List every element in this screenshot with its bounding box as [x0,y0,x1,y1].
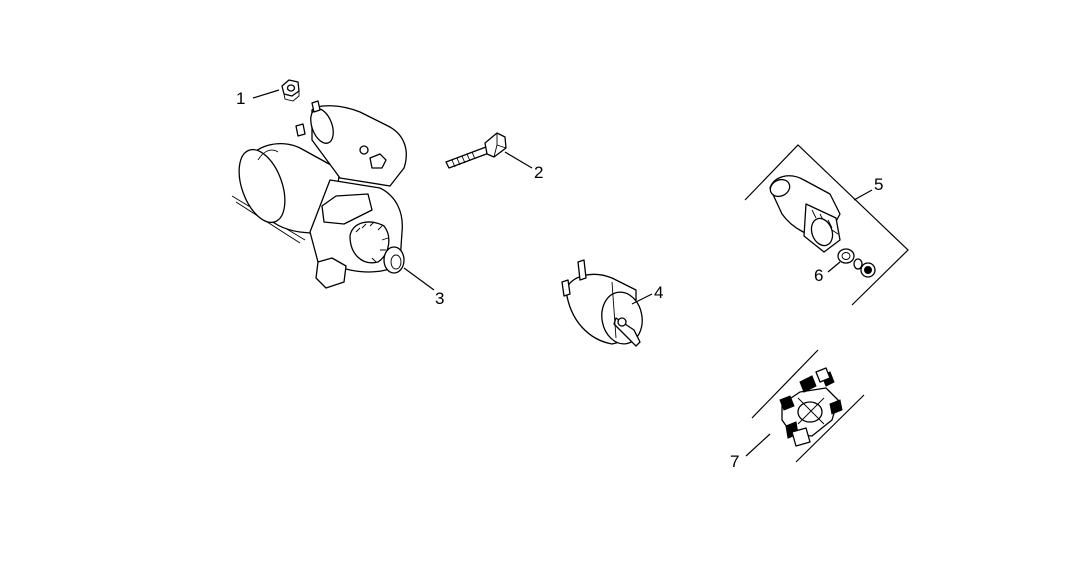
part-7-brush-holder[interactable] [779,367,843,447]
part-1-nut[interactable] [281,79,300,102]
callout-4: 4 [654,283,663,302]
callout-2: 2 [534,163,543,182]
leader-1 [252,89,280,99]
callout-6: 6 [814,266,823,285]
part-4-solenoid[interactable] [561,259,646,347]
callout-5: 5 [874,175,883,194]
part-2-bolt[interactable] [445,132,507,169]
leader-6 [827,261,841,273]
leader-7 [745,433,771,457]
leader-5 [853,189,873,201]
callout-7: 7 [730,452,739,471]
callout-3: 3 [435,289,444,308]
leader-3 [403,267,435,291]
part-6-washers[interactable] [837,248,876,278]
part-7-kit-bracket [751,349,865,463]
leader-4 [631,293,653,305]
leader-2 [504,151,533,169]
part-3-starter-motor[interactable] [230,100,407,289]
part-5-kit-bracket [744,144,909,306]
callout-1: 1 [236,89,245,108]
part-5-drive-pinion[interactable] [768,175,841,253]
